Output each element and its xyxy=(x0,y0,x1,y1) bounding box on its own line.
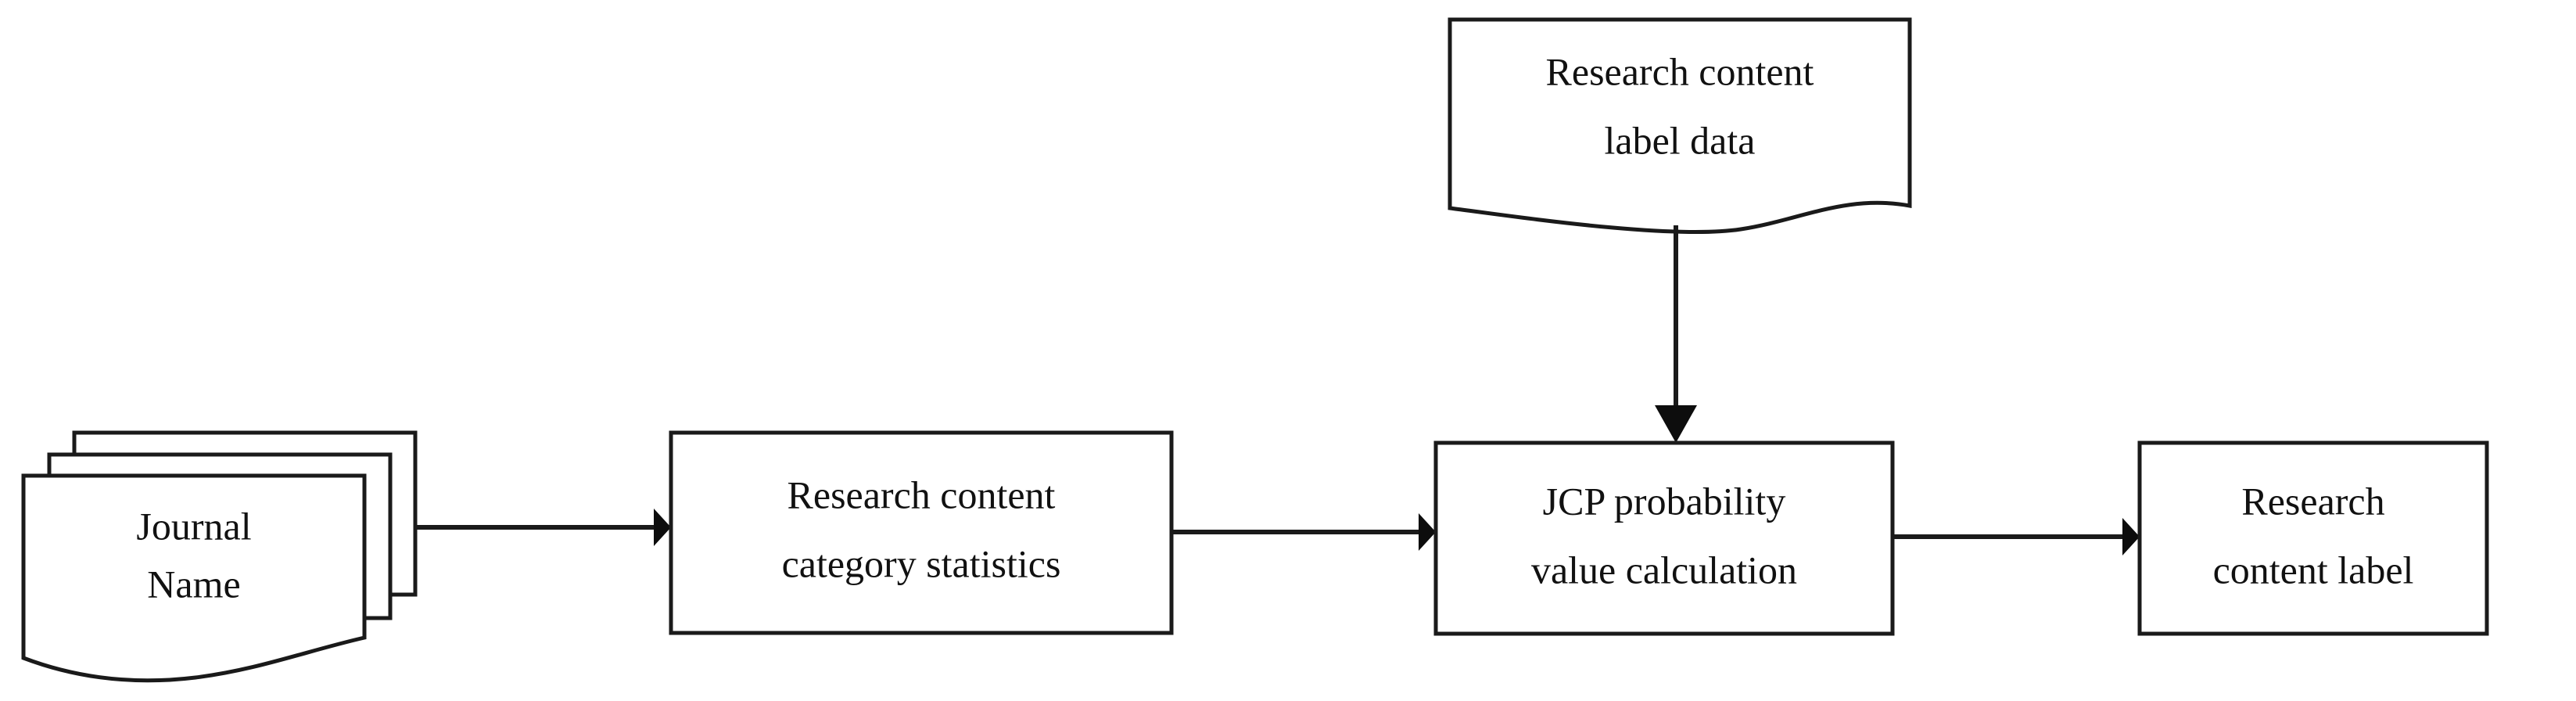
node-research-content-label-data[interactable]: Research content label data xyxy=(1448,17,1912,235)
arrowhead-statistics-to-jcp xyxy=(1419,513,1436,551)
edge-statistics-to-jcp xyxy=(1171,513,1436,551)
journal-name-sheet-front xyxy=(21,473,367,683)
edge-label-data-to-jcp xyxy=(1655,225,1697,443)
research-content-label-data-label-line2: label data xyxy=(1605,118,1756,162)
edge-journal-to-statistics xyxy=(415,509,671,546)
arrowhead-label-data-to-jcp xyxy=(1655,405,1697,443)
jcp-probability-value-calculation-label-line2: value calculation xyxy=(1531,548,1797,591)
arrowhead-jcp-to-label xyxy=(2122,518,2140,555)
journal-name-label-line2: Name xyxy=(147,562,240,606)
jcp-probability-value-calculation-label-line1: JCP probability xyxy=(1543,479,1786,523)
node-journal-name[interactable]: Journal Name xyxy=(21,430,418,683)
node-research-content-category-statistics[interactable]: Research content category statistics xyxy=(669,430,1174,635)
node-jcp-probability-value-calculation[interactable]: JCP probability value calculation xyxy=(1433,440,1895,636)
arrowhead-journal-to-statistics xyxy=(654,509,671,546)
research-content-label-label-line1: Research xyxy=(2241,479,2384,523)
journal-name-label-line1: Journal xyxy=(136,504,251,548)
research-content-label-data-label-line1: Research content xyxy=(1546,49,1814,93)
research-content-label-label-line2: content label xyxy=(2213,548,2414,591)
node-research-content-label[interactable]: Research content label xyxy=(2137,440,2489,636)
research-content-category-statistics-label-line1: Research content xyxy=(788,473,1056,516)
edge-jcp-to-label xyxy=(1893,518,2140,555)
research-content-category-statistics-label-line2: category statistics xyxy=(782,541,1061,585)
